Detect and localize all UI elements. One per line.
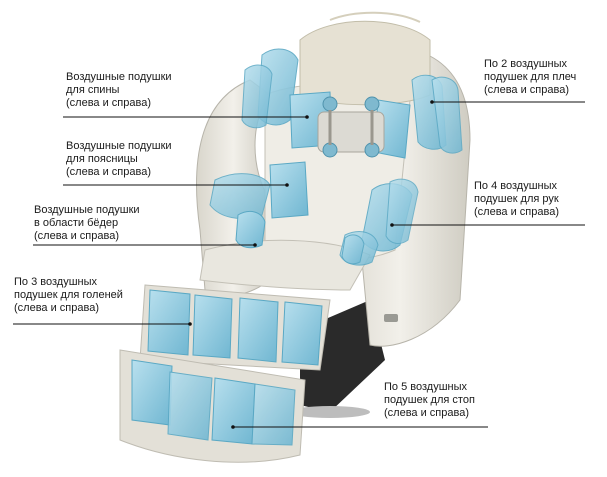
callout-lumbar-airbags: Воздушные подушки для поясницы (слева и …: [66, 140, 172, 179]
callout-line: Воздушные подушки: [66, 71, 172, 83]
leader-dots: [188, 100, 434, 429]
chair-logo: [384, 314, 398, 322]
callout-line: Воздушные подушки: [66, 140, 172, 152]
callout-line: в области бёдер: [34, 217, 119, 229]
callout-line: По 4 воздушных: [474, 180, 557, 192]
callout-line: (слева и справа): [14, 302, 99, 314]
shoulder-airbags-left: [241, 48, 299, 129]
callout-line: По 3 воздушных: [14, 276, 97, 288]
callout-thigh-airbags: Воздушные подушки в области бёдер (слева…: [34, 204, 140, 243]
callout-calf-airbags: По 3 воздушных подушек для голеней (слев…: [14, 276, 123, 315]
callout-line: (слева и справа): [484, 84, 569, 96]
thigh-airbag-right: [341, 234, 365, 265]
callout-arm-airbags: По 4 воздушных подушек для рук (слева и …: [474, 180, 559, 219]
callout-line: подушек для плеч: [484, 71, 577, 83]
callout-line: По 2 воздушных: [484, 58, 567, 70]
callout-line: (слева и справа): [66, 97, 151, 109]
massage-rollers: [317, 96, 385, 158]
lumbar-airbag: [269, 161, 309, 219]
thigh-airbag-left: [235, 211, 266, 249]
callout-foot-airbags: По 5 воздушных подушек для стоп (слева и…: [384, 381, 475, 420]
callout-line: подушек для стоп: [384, 394, 475, 406]
callout-line: подушек для голеней: [14, 289, 123, 301]
headrest: [299, 20, 431, 106]
lumbar-airbag-side: [209, 173, 271, 219]
calf-airbags: [147, 289, 323, 366]
callout-line: Воздушные подушки: [34, 204, 140, 216]
callout-line: (слева и справа): [384, 407, 469, 419]
callout-line: подушек для рук: [474, 193, 559, 205]
floor-shadow: [290, 406, 370, 418]
callout-line: для поясницы: [66, 153, 138, 165]
callout-line: (слева и справа): [66, 166, 151, 178]
callout-back-airbags: Воздушные подушки для спины (слева и спр…: [66, 71, 172, 110]
callout-line: для спины: [66, 84, 120, 96]
callout-line: По 5 воздушных: [384, 381, 467, 393]
callout-line: (слева и справа): [34, 230, 119, 242]
foot-airbags: [131, 359, 296, 446]
callout-line: (слева и справа): [474, 206, 559, 218]
callout-shoulder-airbags: По 2 воздушных подушек для плеч (слева и…: [484, 58, 576, 97]
leader-lines: [13, 101, 585, 428]
shoulder-airbags-right: [411, 74, 463, 154]
